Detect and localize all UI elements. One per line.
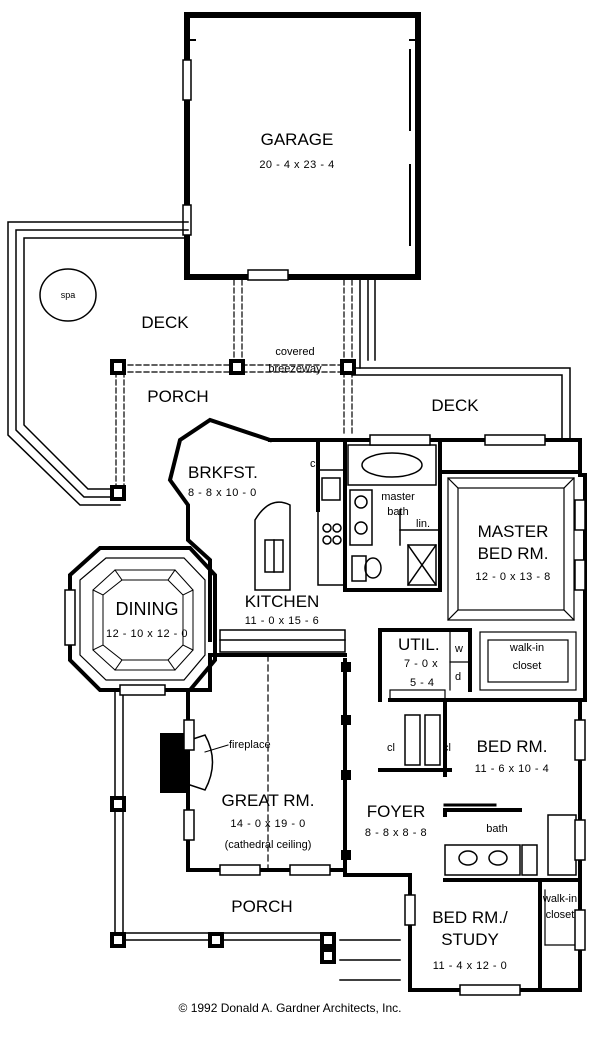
bath-label: bath bbox=[486, 823, 507, 835]
garage-label: GARAGE bbox=[261, 130, 334, 149]
bed-study-line1: BED RM./ bbox=[432, 908, 508, 927]
great-rm-note: (cathedral ceiling) bbox=[225, 839, 312, 851]
util-dims1: 7 - 0 x bbox=[404, 658, 438, 670]
posts bbox=[110, 359, 356, 964]
garage-dims: 20 - 4 x 23 - 4 bbox=[259, 159, 334, 171]
master-bed-dims: 12 - 0 x 13 - 8 bbox=[475, 571, 550, 583]
dining-dims: 12 - 10 x 12 - 0 bbox=[106, 628, 188, 640]
hall-closet-b: cl bbox=[443, 742, 451, 754]
foyer-dims: 8 - 8 x 8 - 8 bbox=[365, 827, 427, 839]
deck-right-label: DECK bbox=[431, 396, 479, 415]
post bbox=[110, 796, 126, 812]
breezeway-lines bbox=[115, 279, 353, 493]
bed-study-dims: 11 - 4 x 12 - 0 bbox=[433, 960, 508, 972]
kitchen-dims: 11 - 0 x 15 - 6 bbox=[245, 615, 320, 627]
dining-ceiling-detail bbox=[92, 569, 194, 671]
garage-walls bbox=[182, 12, 421, 281]
bed-rm-label: BED RM. bbox=[477, 737, 548, 756]
post bbox=[208, 932, 224, 948]
bed-rm-dims: 11 - 6 x 10 - 4 bbox=[475, 763, 550, 775]
kitchen-label: KITCHEN bbox=[245, 592, 320, 611]
hall-closet-a: cl bbox=[387, 742, 395, 754]
deck-right-railing bbox=[351, 279, 571, 441]
master-bath-line2: bath bbox=[387, 506, 408, 518]
master-bed-line1: MASTER bbox=[478, 522, 549, 541]
master-bed-line2: BED RM. bbox=[478, 544, 549, 563]
foyer-label: FOYER bbox=[367, 802, 426, 821]
post bbox=[341, 662, 351, 672]
porch-top-label: PORCH bbox=[147, 387, 208, 406]
post bbox=[340, 359, 356, 375]
spa-tub bbox=[39, 268, 97, 322]
walkin-master-line1: walk-in bbox=[509, 642, 544, 654]
post bbox=[341, 850, 351, 860]
walkin-master-detail bbox=[479, 631, 577, 691]
walkin-study-detail bbox=[544, 889, 581, 946]
spa-label: spa bbox=[61, 290, 76, 300]
master-bath-line1: master bbox=[381, 491, 415, 503]
walkin-study-line1: walk-in bbox=[542, 893, 577, 905]
post bbox=[110, 485, 126, 501]
hall-closets bbox=[404, 714, 441, 766]
deck-left-label: DECK bbox=[141, 313, 189, 332]
dryer-label: d bbox=[455, 671, 461, 683]
windows bbox=[64, 434, 586, 996]
bed-study-line2: STUDY bbox=[441, 930, 499, 949]
util-detail bbox=[389, 631, 471, 701]
room-labels: GARAGE 20 - 4 x 23 - 4 spa DECK covered … bbox=[61, 130, 577, 1015]
great-rm-dims: 14 - 0 x 19 - 0 bbox=[230, 818, 305, 830]
great-rm-label: GREAT RM. bbox=[222, 791, 315, 810]
post bbox=[229, 359, 245, 375]
washer-label: w bbox=[454, 643, 463, 655]
post bbox=[341, 715, 351, 725]
linen-label: lin. bbox=[416, 518, 430, 530]
post bbox=[320, 948, 336, 964]
post bbox=[320, 932, 336, 948]
post bbox=[110, 932, 126, 948]
breezeway-line1: covered bbox=[275, 346, 314, 358]
house-exterior bbox=[68, 417, 587, 992]
post bbox=[110, 359, 126, 375]
kitchen-closet-label: cl bbox=[310, 458, 318, 470]
util-label: UTIL. bbox=[398, 635, 440, 654]
walkin-study-line2: closet bbox=[546, 909, 575, 921]
porch-bottom-label: PORCH bbox=[231, 897, 292, 916]
brkfst-label: BRKFST. bbox=[188, 463, 258, 482]
kitchen-counters bbox=[219, 469, 346, 653]
bath-fixtures bbox=[444, 814, 577, 876]
brkfst-dims: 8 - 8 x 10 - 0 bbox=[188, 487, 257, 499]
util-dims2: 5 - 4 bbox=[410, 677, 435, 689]
porch-bottom-railing bbox=[114, 689, 401, 981]
walkin-master-line2: closet bbox=[513, 660, 542, 672]
master-bed-ceiling bbox=[447, 477, 575, 621]
deck-left-railing bbox=[7, 221, 189, 506]
fireplace-label: fireplace bbox=[229, 739, 271, 751]
breezeway-line2: breezeway bbox=[268, 363, 322, 375]
dining-label: DINING bbox=[116, 599, 179, 619]
post bbox=[341, 770, 351, 780]
copyright: © 1992 Donald A. Gardner Architects, Inc… bbox=[179, 1001, 402, 1015]
interior-walls bbox=[208, 438, 582, 992]
